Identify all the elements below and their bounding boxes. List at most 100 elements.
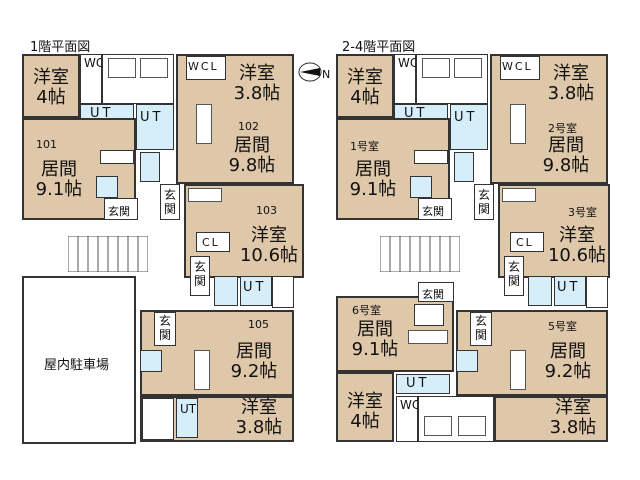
left-bathtub-2	[140, 58, 168, 78]
left-kitchen-1	[196, 104, 212, 144]
left-genkan-3-box	[190, 256, 210, 296]
right-genkan-2-box	[474, 184, 494, 220]
right-kitchen-3	[502, 188, 536, 202]
left-room-b-label: 洋室 3.8帖	[226, 64, 288, 104]
left-room-102-label: 居間 9.8帖	[212, 136, 292, 176]
left-genkan-4: 玄関	[158, 314, 171, 342]
right-ut-2	[450, 104, 488, 150]
left-wcl-closet-1	[80, 54, 102, 104]
left-genkan-2-box	[160, 184, 180, 220]
right-kitchen-counter-1	[414, 150, 448, 164]
right-room-6-label: 居間 9.1帖	[344, 320, 406, 360]
right-toilet-6	[414, 304, 444, 326]
right-room-1-size: 9.1帖	[349, 179, 397, 200]
right-genkan-4-box	[418, 282, 454, 302]
left-indoor-parking	[22, 276, 136, 444]
right-room-3-number: 3号室	[568, 206, 597, 219]
right-room-6-size: 9.1帖	[351, 339, 399, 360]
left-room-a-name: 洋室	[33, 67, 69, 88]
left-ut-label-2: UT	[140, 110, 164, 125]
right-room-5-number: 5号室	[548, 320, 577, 333]
right-room-b-size: 3.8帖	[547, 83, 595, 104]
right-kitchen-6	[408, 330, 448, 344]
right-room-a-label: 洋室 4帖	[340, 68, 390, 108]
right-toilet-3	[528, 276, 552, 306]
left-ut-3	[240, 276, 272, 306]
left-room-102-number: 102	[238, 120, 259, 133]
right-genkan-4: 玄関	[422, 288, 444, 301]
right-room-d-size: 4帖	[350, 411, 380, 432]
right-room-b-label: 洋室 3.8帖	[540, 64, 602, 104]
left-room-105-size: 9.2帖	[230, 361, 278, 382]
right-cl-box	[510, 232, 544, 252]
right-ut-label-2: UT	[454, 110, 478, 125]
right-bath-3	[586, 276, 608, 308]
right-room-6-name: 居間	[357, 319, 393, 340]
right-wcl-label-3: WCL	[400, 398, 427, 412]
left-ut-4	[176, 398, 198, 438]
left-room-a-label: 洋室 4帖	[26, 68, 76, 108]
left-genkan-2: 玄関	[163, 188, 176, 216]
left-toilet-3	[214, 276, 238, 306]
left-genkan-3: 玄関	[193, 260, 206, 288]
right-room-e-label: 洋室 3.8帖	[540, 398, 606, 438]
right-room-3-size: 10.6帖	[547, 245, 607, 266]
right-genkan-3-box	[504, 256, 524, 296]
right-toilet-2	[454, 152, 474, 182]
left-wcl-label-1: WCL	[84, 56, 111, 70]
left-room-b-size: 3.8帖	[233, 83, 281, 104]
left-room-101-name: 居間	[41, 159, 77, 180]
right-room-e	[494, 396, 608, 442]
right-toilet-5	[456, 350, 478, 372]
right-room-1-number: 1号室	[350, 140, 379, 153]
left-room-101-label: 居間 9.1帖	[28, 160, 90, 200]
left-toilet-4	[140, 350, 162, 372]
left-parking-label: 屋内駐車場	[44, 358, 110, 373]
left-toilet-1	[96, 176, 118, 198]
right-ut-label-1: UT	[404, 106, 428, 121]
right-room-3-name: 洋室	[559, 225, 595, 246]
left-room-c-size: 3.8帖	[235, 417, 283, 438]
left-ut-label-3: UT	[243, 280, 267, 295]
right-wcl-closet-3	[396, 396, 418, 442]
right-room-5-name: 居間	[550, 341, 586, 362]
left-room-102-name: 居間	[234, 135, 270, 156]
right-room-1-name: 居間	[355, 159, 391, 180]
right-genkan-1-box	[418, 198, 452, 220]
left-room-103-number: 103	[256, 204, 277, 217]
right-genkan-1: 玄関	[422, 205, 444, 218]
left-room-102-size: 9.8帖	[228, 155, 276, 176]
left-room-c-label: 洋室 3.8帖	[226, 398, 292, 438]
compass-icon	[298, 62, 322, 82]
left-room-c-name: 洋室	[241, 397, 277, 418]
left-bath-105	[142, 398, 174, 440]
right-room-a-name: 洋室	[347, 67, 383, 88]
right-wcl-label-2: WCL	[502, 60, 533, 73]
left-room-b-name: 洋室	[239, 63, 275, 84]
left-plan-title: 1階平面図	[30, 40, 91, 55]
left-room-101-number: 101	[36, 138, 57, 151]
right-genkan-5: 玄関	[474, 314, 487, 342]
left-cl-label: CL	[202, 236, 220, 249]
right-ut-3	[554, 276, 586, 306]
right-wcl-label-1: WCL	[398, 56, 425, 70]
left-room-101-size: 9.1帖	[35, 179, 83, 200]
left-toilet-2	[140, 152, 160, 182]
left-room-103-name: 洋室	[251, 225, 287, 246]
left-genkan-1-box	[104, 198, 138, 220]
right-room-5-label: 居間 9.2帖	[532, 342, 604, 382]
right-ut-label-3: UT	[557, 280, 581, 295]
right-room-6-number: 6号室	[352, 304, 381, 317]
right-bathtub-4	[458, 416, 486, 436]
right-kitchen-1	[510, 104, 526, 144]
right-room-b-name: 洋室	[553, 63, 589, 84]
right-room-a-size: 4帖	[350, 87, 380, 108]
left-kitchen-105	[194, 350, 210, 390]
left-cl-box	[196, 232, 230, 252]
right-kitchen-5	[510, 350, 526, 390]
right-room-3-label: 洋室 10.6帖	[540, 226, 614, 266]
left-room-105-number: 105	[248, 318, 269, 331]
right-genkan-2: 玄関	[477, 188, 490, 216]
right-ut-label-4: UT	[406, 376, 430, 391]
